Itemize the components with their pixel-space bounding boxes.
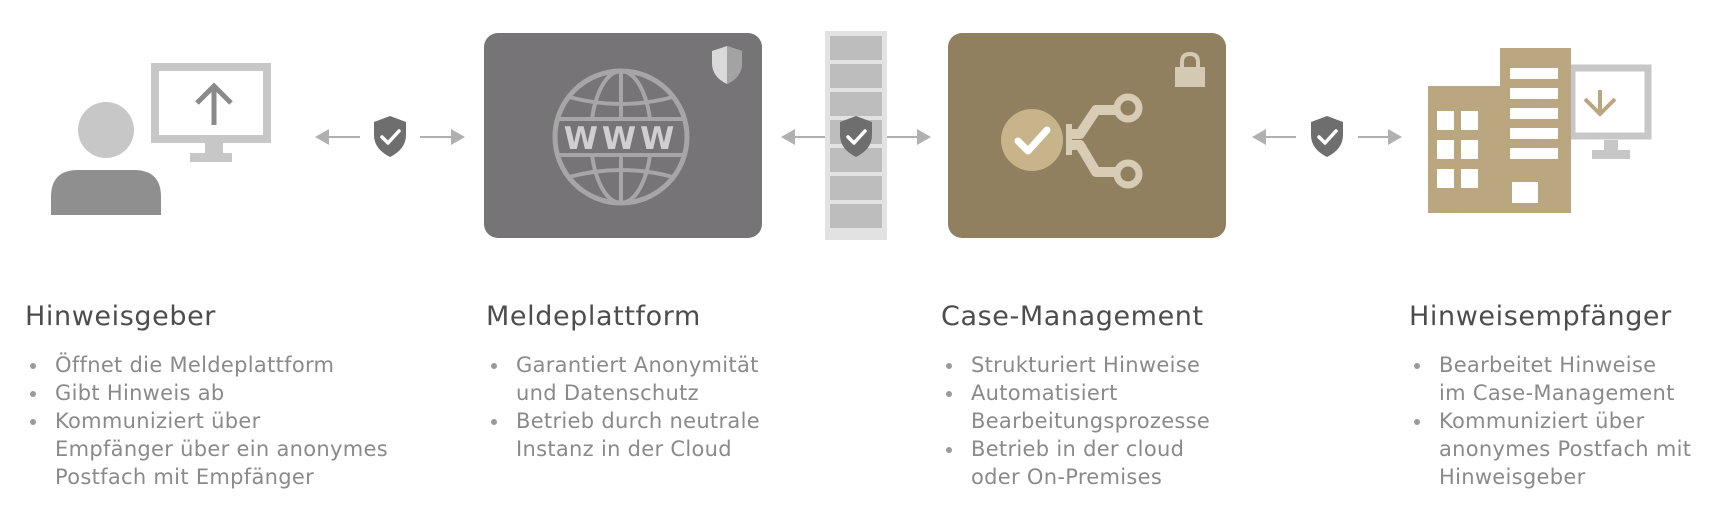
list-item-line: im Case-Management — [1439, 381, 1675, 405]
list-item-line: Hinweisgeber — [1439, 465, 1586, 489]
monitor-upload-icon — [150, 62, 275, 167]
globe-label: WWW — [564, 121, 679, 157]
column-title: Meldeplattform — [486, 301, 701, 332]
globe-www-icon: WWW — [551, 67, 691, 207]
list-item: Gibt Hinweis ab — [25, 379, 425, 407]
building-icon — [1428, 48, 1571, 214]
list-item-line: Empfänger über ein anonymes — [55, 437, 388, 461]
list-item-line: Öffnet die Meldeplattform — [55, 353, 335, 377]
column-hinweisempfaenger: Hinweisempfänger Bearbeitet Hinweise im C… — [1409, 300, 1729, 491]
list-item-line: Bearbeitet Hinweise — [1439, 353, 1657, 377]
connector-arrows — [1252, 112, 1402, 162]
list-item: Strukturiert Hinweise — [941, 351, 1341, 379]
list-item-line: Garantiert Anonymität — [516, 353, 759, 377]
list-item: Betrieb in der cloud oder On-Premises — [941, 435, 1341, 491]
shield-check-icon — [1309, 115, 1345, 158]
monitor-download-icon — [1568, 64, 1654, 166]
list-item-line: Betrieb durch neutrale — [516, 409, 760, 433]
shield-check-icon — [372, 115, 408, 158]
list-item-line: Kommuniziert über — [1439, 409, 1645, 433]
list-item-line: oder On-Premises — [971, 465, 1163, 489]
workflow-branch-icon — [998, 90, 1148, 192]
list-item-line: Automatisiert — [971, 381, 1118, 405]
list-item-line: Instanz in der Cloud — [516, 437, 732, 461]
shield-icon — [711, 45, 743, 85]
person-icon — [50, 100, 162, 216]
list-item-line: Kommuniziert über — [55, 409, 261, 433]
list-item: Öffnet die Meldeplattform — [25, 351, 425, 379]
list-item-line: Betrieb in der cloud — [971, 437, 1185, 461]
column-meldeplattform: Meldeplattform Garantiert Anonymität und … — [486, 300, 886, 463]
connector-arrows — [315, 112, 465, 162]
shield-check-icon — [838, 115, 874, 158]
list-item-line: Strukturiert Hinweise — [971, 353, 1201, 377]
column-title: Hinweisempfänger — [1409, 301, 1672, 332]
list-item-line: und Datenschutz — [516, 381, 699, 405]
lock-icon — [1174, 52, 1206, 88]
list-item: Garantiert Anonymität und Datenschutz — [486, 351, 886, 407]
list-item-line: Bearbeitungsprozesse — [971, 409, 1211, 433]
list-item-line: anonymes Postfach mit — [1439, 437, 1692, 461]
connector-arrows — [781, 112, 931, 162]
list-item-line: Postfach mit Empfänger — [55, 465, 315, 489]
column-title: Case-Management — [941, 301, 1204, 332]
list-item: Bearbeitet Hinweise im Case-Management — [1409, 351, 1729, 407]
column-title: Hinweisgeber — [25, 301, 216, 332]
list-item-line: Gibt Hinweis ab — [55, 381, 225, 405]
